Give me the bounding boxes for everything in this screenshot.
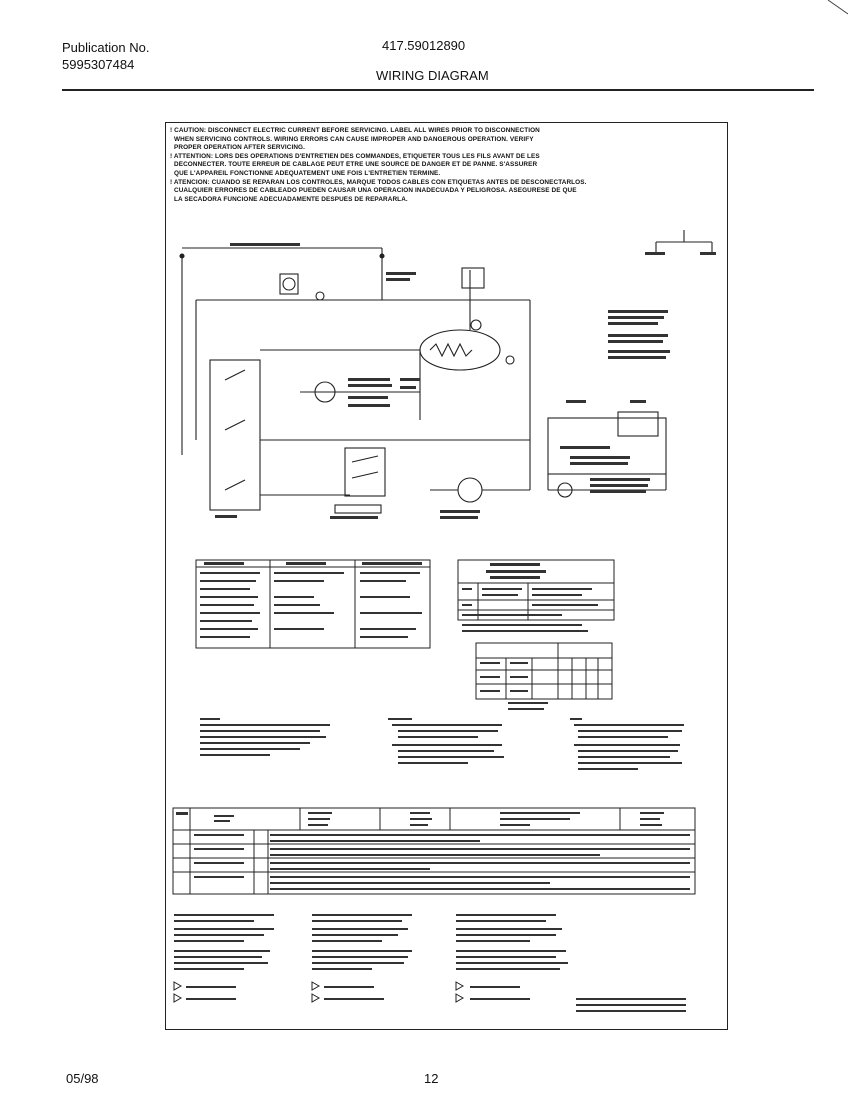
notes-text	[200, 718, 684, 770]
cycle-chart-table	[172, 807, 696, 895]
wire-code-table	[195, 559, 431, 649]
legend-triangles	[173, 981, 465, 1003]
publication-number: 5995307484	[62, 57, 135, 72]
caution-line: DÉCONNECTER. TOUTE ERREUR DE CÂBLAGE PEU…	[174, 161, 538, 169]
caution-line: WHEN SERVICING CONTROLS. WIRING ERRORS C…	[174, 135, 534, 143]
header-rule	[62, 89, 814, 91]
caution-line: QUE L'APPAREIL FONCTIONNE ADÉQUATEMENT U…	[174, 169, 441, 177]
wire-spec-text	[462, 563, 598, 710]
schematic	[179, 230, 713, 514]
publication-label: Publication No.	[62, 40, 150, 55]
schematic-labels	[215, 243, 716, 519]
wire-spec-table	[457, 559, 615, 700]
caution-notice: ! CAUTION: DISCONNECT ELECTRIC CURRENT B…	[170, 127, 590, 204]
cycle-chart-bars	[176, 812, 690, 890]
page-title: WIRING DIAGRAM	[376, 68, 489, 83]
footer-date: 05/98	[66, 1071, 99, 1086]
wire-code-text	[200, 562, 422, 638]
caution-line: ! ATENCIÓN: CUANDO SE REPARAN LOS CONTRO…	[170, 178, 587, 186]
caution-line: PROPER OPERATION AFTER SERVICING.	[174, 144, 306, 152]
bottom-legend-text	[174, 914, 686, 1012]
page-number: 12	[424, 1071, 439, 1086]
caution-line: ! CAUTION: DISCONNECT ELECTRIC CURRENT B…	[170, 127, 540, 134]
caution-line: CUALQUIER ERRORES DE CABLEADO PUEDEN CAU…	[174, 187, 577, 195]
model-number: 417.59012890	[382, 38, 466, 53]
diagram-frame	[165, 122, 728, 1030]
caution-line: LA SECADORA FUNCIONE ADECUADAMENTE DESPU…	[174, 195, 408, 203]
caution-line: ! ATTENTION: LORS DES OPÉRATIONS D'ENTRE…	[170, 152, 540, 160]
